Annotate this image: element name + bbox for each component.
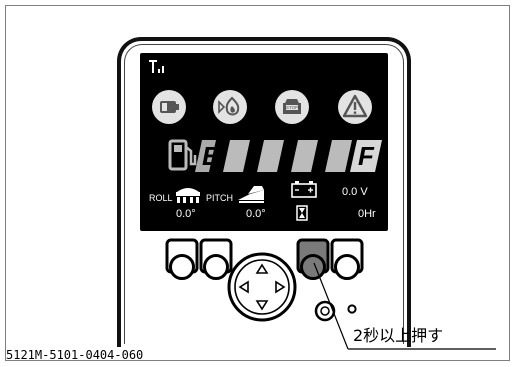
- dpad-up-arrow-icon: [255, 263, 269, 274]
- dpad-down-arrow-icon: [255, 300, 269, 311]
- svg-text:STOP: STOP: [286, 105, 298, 110]
- hourglass-icon: [296, 205, 308, 221]
- fuel-full-label: F: [358, 141, 374, 171]
- fuel-gauge: E F: [168, 137, 388, 175]
- fuel-empty-label: E: [202, 141, 220, 171]
- signal-strength-icon: [149, 60, 164, 73]
- roll-value: 0.0°: [176, 208, 196, 220]
- function-button-3-pressed[interactable]: [295, 238, 331, 282]
- roll-label: ROLL: [149, 193, 173, 203]
- pitch-label: PITCH: [206, 193, 233, 203]
- callout-label: 2秒以上押す: [353, 326, 444, 345]
- engine-stop-icon: STOP: [275, 90, 309, 124]
- dpad-right-arrow-icon: [275, 280, 286, 294]
- indicator-dot-icon: [347, 304, 357, 314]
- roll-icon: [176, 188, 200, 203]
- battery-icon: [152, 90, 186, 124]
- pitch-value: 0.0°: [246, 208, 266, 220]
- battery-charge-icon: [291, 181, 317, 198]
- meter-panel-housing: [117, 37, 411, 347]
- key-switch-icon: [314, 300, 336, 322]
- figure-code: 5121M-5101-0404-060: [6, 348, 144, 362]
- lcd-display: STOP E F ROLL: [140, 53, 388, 231]
- warning-icon: [338, 90, 372, 124]
- function-button-1[interactable]: [164, 238, 200, 282]
- function-button-2[interactable]: [198, 238, 234, 282]
- dpad-left-arrow-icon: [238, 280, 249, 294]
- fuel-pump-icon: [168, 139, 197, 171]
- hour-meter-value: 0Hr: [358, 208, 376, 220]
- function-button-4[interactable]: [329, 238, 365, 282]
- battery-voltage-value: 0.0 V: [342, 186, 368, 198]
- engine-preheat-icon: [213, 90, 247, 124]
- pitch-icon: [238, 186, 264, 203]
- meter-panel-bezel: [124, 44, 404, 344]
- directional-pad[interactable]: [226, 251, 298, 323]
